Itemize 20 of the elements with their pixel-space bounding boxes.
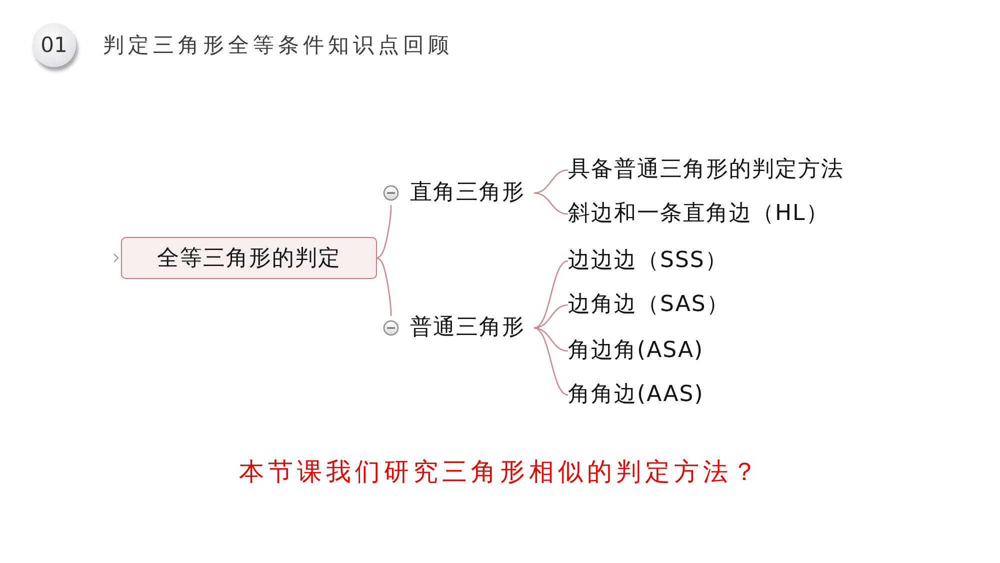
topic-text: 边边边（SSS） (568, 247, 728, 275)
root-topic-box: 全等三角形的判定 (121, 237, 377, 279)
topic-text: 普通三角形 (410, 316, 525, 340)
topic-text: 边角边（SAS） (568, 291, 730, 319)
connector-line (534, 327, 568, 352)
topic-text: 具备普通三角形的判定方法 (568, 156, 844, 184)
connector-line (534, 192, 568, 215)
connector-line (376, 205, 392, 259)
slide-title: 判定三角形全等条件知识点回顾 (103, 32, 453, 59)
topic-text: 角边角(ASA) (568, 337, 704, 365)
question-text: 本节课我们研究三角形相似的判定方法？ (239, 457, 761, 486)
connector-line (534, 169, 568, 194)
topic-text: 斜边和一条直角边（HL） (568, 200, 829, 228)
topic-text: 角角边(AAS) (568, 381, 704, 409)
connector-line (534, 260, 568, 329)
connector-line (534, 327, 568, 396)
connector-line (376, 257, 392, 316)
section-number-badge: 01 (32, 23, 76, 67)
connector-line (534, 304, 568, 329)
topic-text: 直角三角形 (410, 181, 525, 205)
